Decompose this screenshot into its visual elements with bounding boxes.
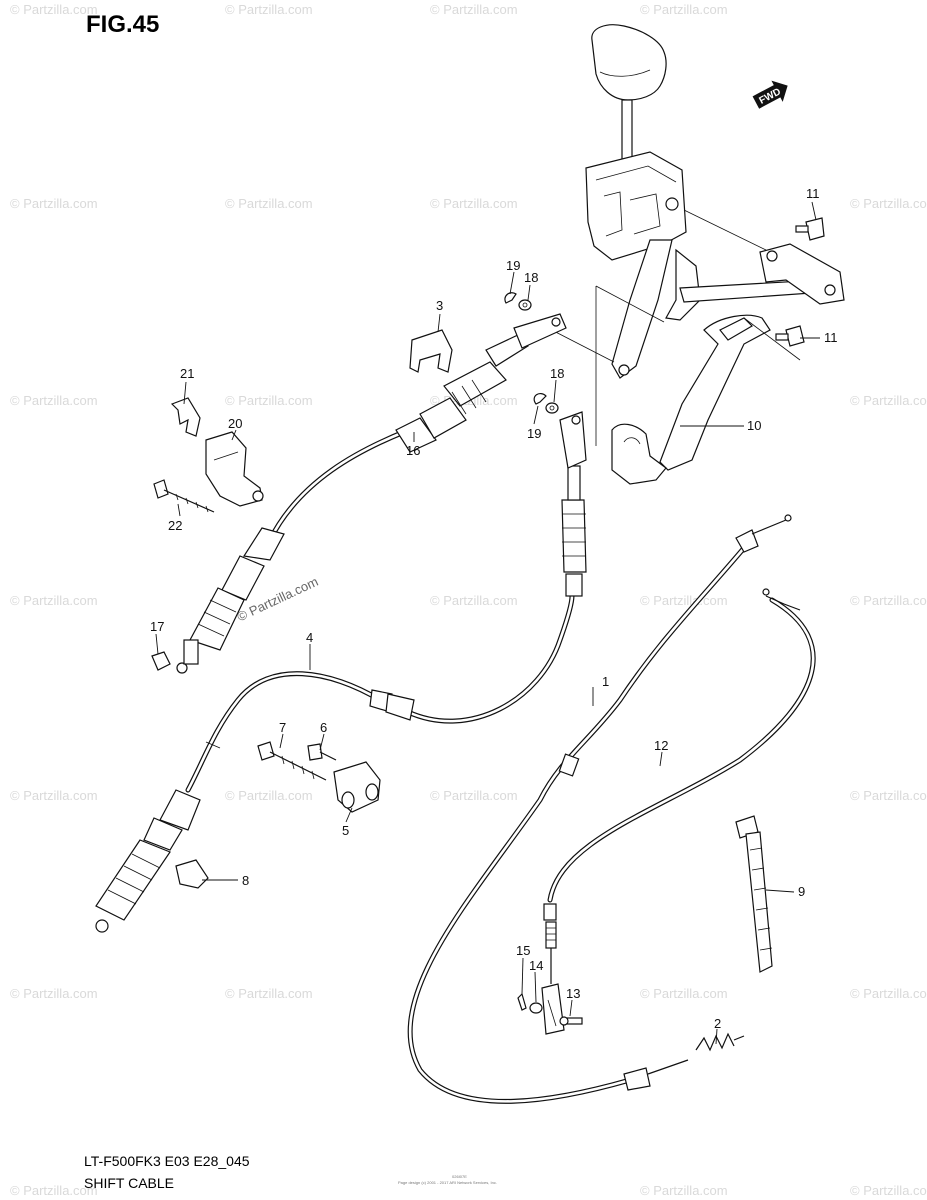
shift-cable-16 [176,313,567,674]
clevis-bracket [541,983,565,1035]
clip-3 [409,329,453,373]
e-clip-19-lower [533,392,547,405]
watermark: © Partzilla.com [850,986,927,1001]
watermark: © Partzilla.com [10,196,98,211]
model-code: LT-F500FK3 E03 E28_045 [84,1153,250,1169]
watermark-layer: © Partzilla.com © Partzilla.com © Partzi… [10,2,927,1198]
shift-lever-assembly [541,24,845,485]
bolt-22 [153,479,215,513]
watermark: © Partzilla.com [640,593,728,608]
nut-17 [151,651,171,671]
callout-4: 4 [306,630,313,645]
watermark: © Partzilla.com [10,1183,98,1198]
watermark: © Partzilla.com [640,1183,728,1198]
callout-9: 9 [798,884,805,899]
tie-band-9 [735,815,773,973]
watermark: © Partzilla.com [10,393,98,408]
watermark: © Partzilla.com [430,788,518,803]
fine-print-copyright: Page design (c) 2001 - 2017 ARI Network … [398,1180,497,1185]
watermark: © Partzilla.com [850,196,927,211]
watermark: © Partzilla.com [640,986,728,1001]
callout-18-upper: 18 [524,270,538,285]
leader-lines [155,201,820,1045]
cotter-pin-15 [517,992,527,1011]
watermark: © Partzilla.com [640,2,728,17]
fwd-arrow-icon: FWD [752,80,788,109]
bolt-11-lower [775,325,805,347]
watermark: © Partzilla.com [10,593,98,608]
callout-12: 12 [654,738,668,753]
watermark: © Partzilla.com [225,788,313,803]
watermark: © Partzilla.com [850,593,927,608]
watermark: © Partzilla.com [850,788,927,803]
watermark: © Partzilla.com [430,196,518,211]
callout-7: 7 [279,720,286,735]
callout-21: 21 [180,366,194,381]
fwd-label: FWD [758,86,783,106]
clip-21 [170,397,201,437]
washer-18-upper [518,299,532,311]
shift-cable-4 [95,411,587,933]
callout-14: 14 [529,958,543,973]
callout-10: 10 [747,418,761,433]
callout-19-lower: 19 [527,426,541,441]
watermark: © Partzilla.com [10,986,98,1001]
section-name: SHIFT CABLE [84,1175,174,1191]
watermark: © Partzilla.com [430,593,518,608]
callout-15: 15 [516,943,530,958]
clip-8 [175,859,209,889]
callout-2: 2 [714,1016,721,1031]
bolt-6 [307,743,337,761]
callout-13: 13 [566,986,580,1001]
spring-2 [695,1032,745,1052]
watermark: © Partzilla.com [10,2,98,17]
watermark: © Partzilla.com [225,986,313,1001]
callout-8: 8 [242,873,249,888]
watermark: © Partzilla.com [10,788,98,803]
callout-labels: 1 2 3 4 5 6 7 8 9 10 11 11 12 13 14 15 1… [150,186,838,1031]
watermark: © Partzilla.com [850,393,927,408]
washer-14 [529,1002,543,1014]
bolt-11-upper [795,217,825,241]
callout-3: 3 [436,298,443,313]
callout-11-upper: 11 [806,186,820,201]
callout-1: 1 [602,674,609,689]
bolt-7 [257,741,327,781]
watermark: © Partzilla.com [225,2,313,17]
watermark: © Partzilla.com [850,1183,927,1198]
fine-print-code: 026I07E [452,1174,467,1179]
callout-6: 6 [320,720,327,735]
callout-5: 5 [342,823,349,838]
bracket-20 [205,431,264,507]
callout-17: 17 [150,619,164,634]
watermark: © Partzilla.com [430,2,518,17]
callout-18-lower: 18 [550,366,564,381]
e-clip-19-upper [504,292,517,304]
callout-20: 20 [228,416,242,431]
cable-12 [543,588,816,984]
washer-18-lower [545,402,559,414]
callout-22: 22 [168,518,182,533]
cable-1 [407,514,792,1104]
clamp-5 [333,761,381,813]
figure-title: FIG.45 [86,11,159,38]
callout-11-lower: 11 [824,330,838,345]
callout-16: 16 [406,443,420,458]
pin-13 [559,1016,583,1026]
callout-19-upper: 19 [506,258,520,273]
watermark: © Partzilla.com [225,196,313,211]
watermark: © Partzilla.com [225,393,313,408]
